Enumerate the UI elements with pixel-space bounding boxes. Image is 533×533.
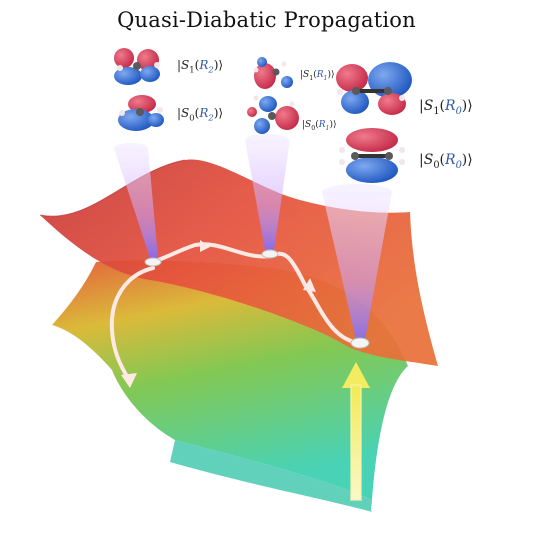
trajectory-arrow-mid-1 xyxy=(200,240,210,252)
orbital-s0-r2 xyxy=(118,95,164,131)
excitation-arrow xyxy=(342,362,370,501)
orbital-s1-r1 xyxy=(253,57,293,89)
orbital-s1-r2 xyxy=(114,48,160,85)
ket-s1-r1: |S1(R1)⟩ xyxy=(300,70,335,82)
geometry-marker-r1 xyxy=(261,249,279,259)
geometry-marker-r2 xyxy=(144,257,162,267)
ket-s0-r2: |S0(R2)⟩ xyxy=(177,106,224,123)
beam-r1 xyxy=(245,134,290,250)
geometry-marker-r0 xyxy=(350,337,370,349)
ket-s0-r0: |S0(R0)⟩ xyxy=(419,152,473,171)
ket-s0-r1: |S0(R1)⟩ xyxy=(302,120,337,132)
orbital-s0-r0 xyxy=(339,128,405,183)
orbital-s0-r1 xyxy=(247,95,299,134)
beam-r0 xyxy=(322,184,392,340)
orbital-s1-r0 xyxy=(336,62,412,115)
ket-s1-r0: |S1(R0)⟩ xyxy=(419,98,473,117)
figure-title: Quasi-Diabatic Propagation xyxy=(117,8,416,32)
ket-s1-r2: |S1(R2)⟩ xyxy=(177,58,224,75)
trajectory-arrowhead xyxy=(121,373,137,388)
beam-r2 xyxy=(114,143,158,258)
trajectory-ground xyxy=(109,266,155,380)
trajectory-arrow-mid-2 xyxy=(303,278,316,292)
